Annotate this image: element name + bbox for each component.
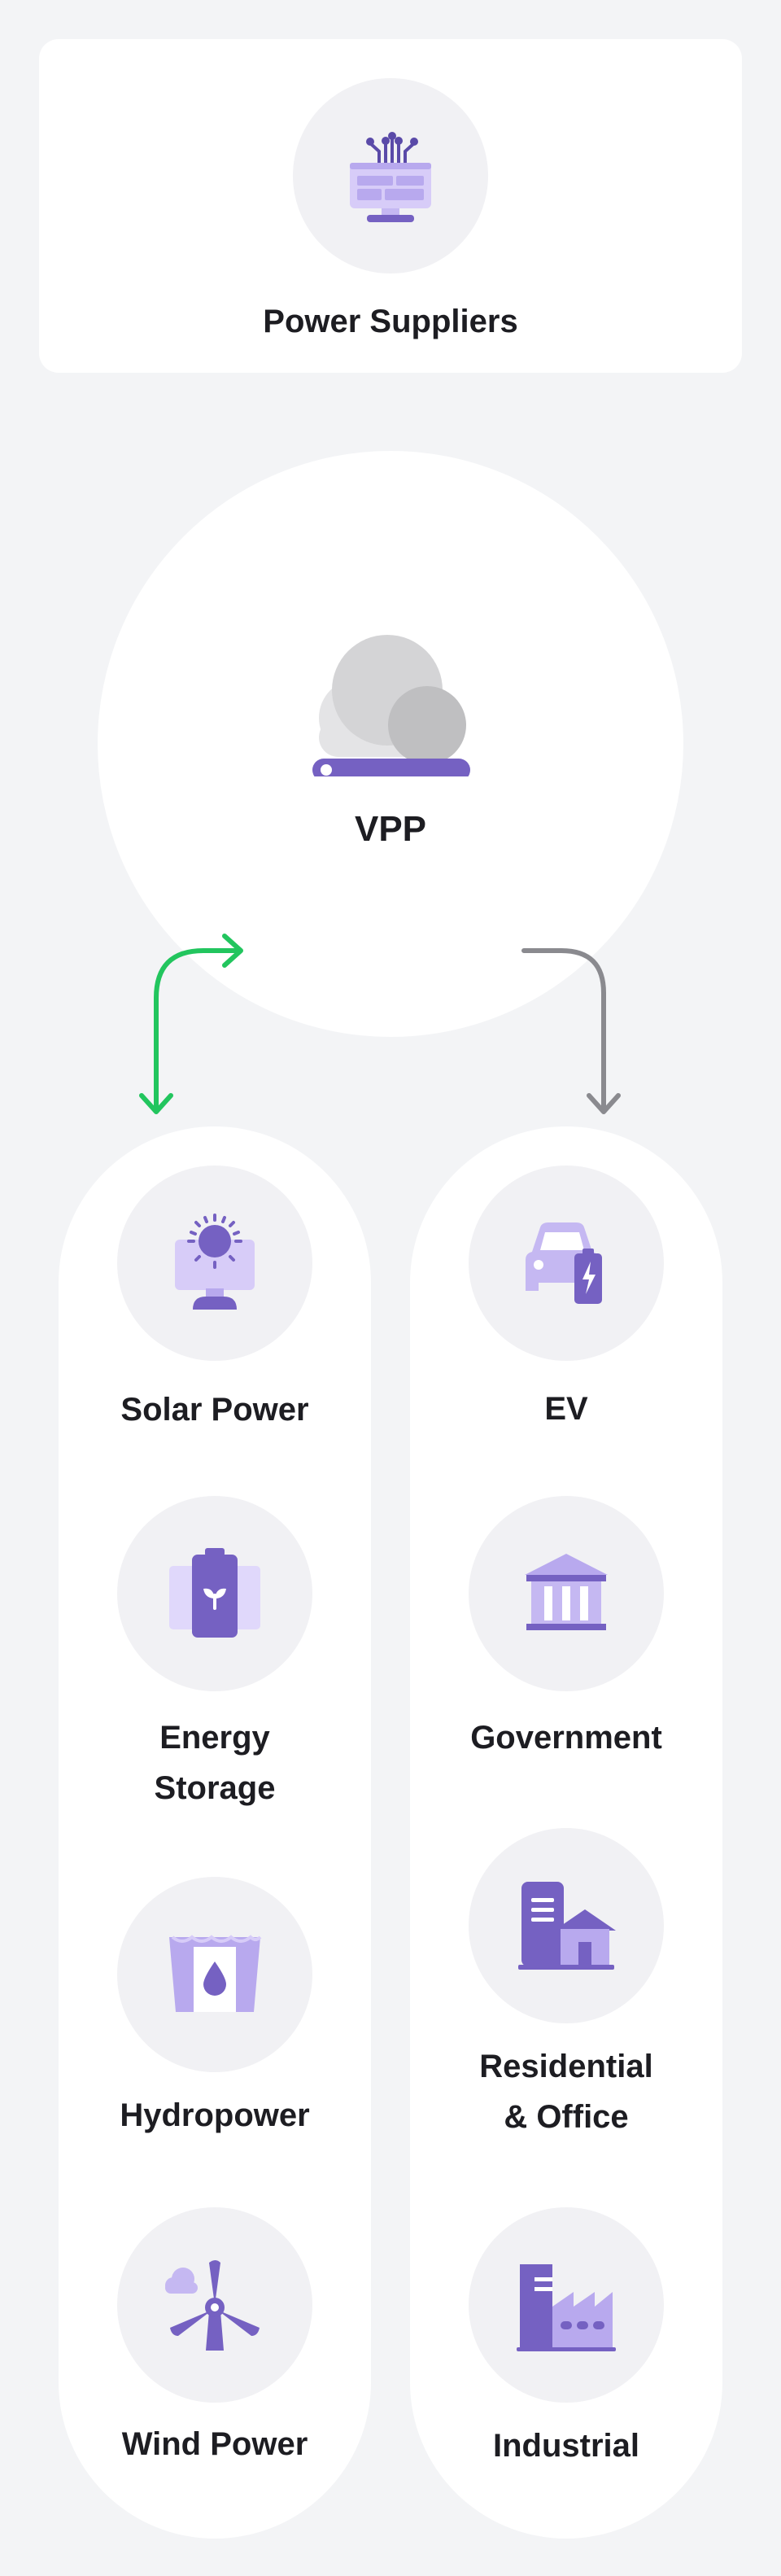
ev-icon-circle xyxy=(469,1166,664,1361)
factory-icon xyxy=(517,2264,616,2351)
vpp-node: VPP xyxy=(98,451,683,1037)
vpp-label: VPP xyxy=(354,809,427,849)
industrial-icon-circle xyxy=(469,2207,664,2403)
residential-office-label-line1: Residential xyxy=(479,2049,653,2084)
power-suppliers-label: Power Suppliers xyxy=(263,304,518,339)
residential-office-label-line2: & Office xyxy=(504,2099,629,2135)
hydro-dam-icon xyxy=(169,1935,262,2012)
solar-power-icon-circle xyxy=(117,1166,312,1361)
energy-storage-label: Energy Storage xyxy=(59,1712,371,1813)
industrial-label: Industrial xyxy=(492,2428,640,2464)
government-label: Government xyxy=(470,1720,662,1756)
hydropower-label: Hydropower xyxy=(120,2097,310,2133)
solar-power-label: Solar Power xyxy=(120,1392,309,1428)
power-suppliers-icon-circle xyxy=(293,78,488,273)
wind-power-icon-circle xyxy=(117,2207,312,2403)
residential-office-icon xyxy=(518,1882,616,1970)
residential-office-icon-circle xyxy=(469,1828,664,2023)
government-building-icon xyxy=(525,1554,608,1630)
government-icon-circle xyxy=(469,1496,664,1691)
bidirectional-arrow xyxy=(139,934,243,1114)
server-network-icon xyxy=(350,132,431,222)
electric-car-icon xyxy=(526,1222,602,1304)
hydropower-icon-circle xyxy=(117,1877,312,2072)
wind-turbine-icon xyxy=(165,2260,260,2351)
battery-storage-icon xyxy=(169,1548,260,1638)
flow-arrows xyxy=(139,934,621,1114)
power-suppliers-card: Power Suppliers xyxy=(39,39,742,373)
ev-label: EV xyxy=(544,1391,588,1427)
one-way-arrow xyxy=(521,948,621,1114)
cloud-platform-icon xyxy=(312,635,470,776)
solar-panel-icon xyxy=(175,1214,255,1310)
wind-power-label: Wind Power xyxy=(121,2426,308,2462)
energy-storage-label-line2: Storage xyxy=(154,1770,276,1806)
energy-storage-label-line1: Energy xyxy=(159,1720,270,1756)
energy-storage-icon-circle xyxy=(117,1496,312,1691)
residential-office-label: Residential & Office xyxy=(410,2041,722,2142)
energy-sources-column: Solar Power Energy Storage Hydropower xyxy=(59,1126,371,2539)
energy-consumers-column: EV Government Residential & Office xyxy=(410,1126,722,2539)
